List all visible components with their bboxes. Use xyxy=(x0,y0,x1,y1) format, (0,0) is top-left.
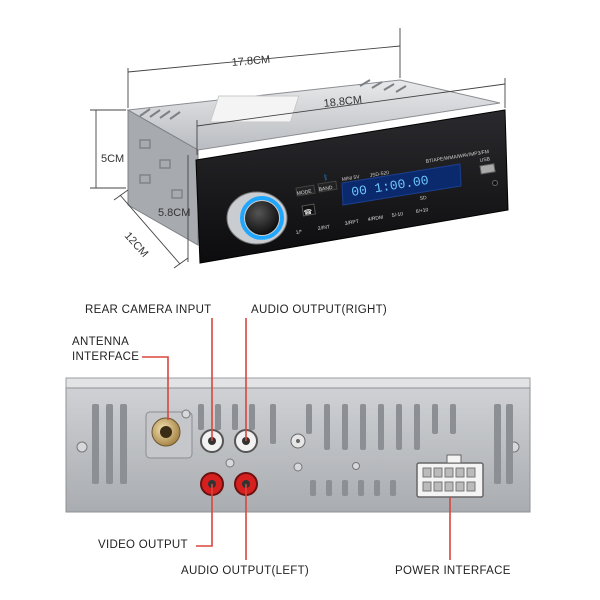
label-rear-camera-input: REAR CAMERA INPUT xyxy=(85,304,212,316)
back-panel-top-edge xyxy=(65,377,531,389)
preset-buttons: 1/* 2/INT 3/RPT 4/RDM 5/-10 6/+10 xyxy=(295,207,429,236)
lcd-display xyxy=(341,163,462,206)
volume-knob[interactable] xyxy=(245,201,279,235)
dim-face-height: 5.8CM xyxy=(158,207,190,219)
power-screw xyxy=(352,462,360,470)
sd-label: SD xyxy=(419,195,427,202)
antenna-screw xyxy=(181,409,191,419)
label-audio-output-right: AUDIO OUTPUT(RIGHT) xyxy=(251,304,388,316)
dim-width-top: 17.8CM xyxy=(231,54,270,69)
preset-button-3[interactable]: 3/RPT xyxy=(344,219,359,227)
dim-depth: 12CM xyxy=(122,230,151,260)
dim-height: 5CM xyxy=(101,153,124,165)
brand-label: MINI 5V xyxy=(341,174,360,183)
band-button[interactable] xyxy=(317,180,338,193)
dimension-lines xyxy=(90,28,506,269)
preset-button-4[interactable]: 4/RDM xyxy=(367,215,383,223)
volume-knob-ring[interactable] xyxy=(240,196,284,240)
callout-line-video-output xyxy=(196,484,213,547)
label-antenna-line2: INTERFACE xyxy=(72,351,140,363)
mode-button-label: MODE xyxy=(296,189,312,197)
usb-port[interactable] xyxy=(479,163,496,175)
mount-screw-left xyxy=(76,441,88,453)
preset-button-1[interactable]: 1/* xyxy=(295,229,302,236)
bluetooth-icon: ᛒ xyxy=(323,173,328,182)
top-vents xyxy=(139,79,407,120)
callout-lines xyxy=(142,318,451,560)
call-button[interactable] xyxy=(301,203,316,217)
usb-label: USB xyxy=(479,156,491,164)
preset-button-6[interactable]: 6/+10 xyxy=(415,207,429,215)
preset-button-2[interactable]: 2/INT xyxy=(317,224,330,232)
callout-line-antenna xyxy=(142,356,169,420)
mode-button[interactable] xyxy=(295,184,316,197)
chassis-side xyxy=(127,109,199,246)
aux-jack[interactable] xyxy=(492,180,498,186)
label-audio-output-left: AUDIO OUTPUT(LEFT) xyxy=(181,565,310,577)
label-video-output: VIDEO OUTPUT xyxy=(98,539,188,551)
label-antenna-line1: ANTENNA xyxy=(72,336,130,348)
model-label: JSD-520 xyxy=(369,170,389,179)
radio-unit: BT/APE/WMA/WAV/MP3/FM 00 1:00.00 JSD-520… xyxy=(126,79,509,264)
dim-width-front: 18.8CM xyxy=(323,94,363,110)
power-connector-pins xyxy=(422,467,476,492)
phone-icon: ☎ xyxy=(303,208,313,217)
band-button-label: BAND xyxy=(318,185,333,193)
back-vents xyxy=(92,404,513,496)
back-panel xyxy=(65,377,531,513)
power-connector-latch xyxy=(446,454,462,464)
rca-screw xyxy=(225,458,235,468)
preset-button-5[interactable]: 5/-10 xyxy=(391,211,403,219)
aux-label: AUX xyxy=(259,237,271,245)
ground-screw xyxy=(293,462,303,472)
label-power-interface: POWER INTERFACE xyxy=(395,565,511,577)
